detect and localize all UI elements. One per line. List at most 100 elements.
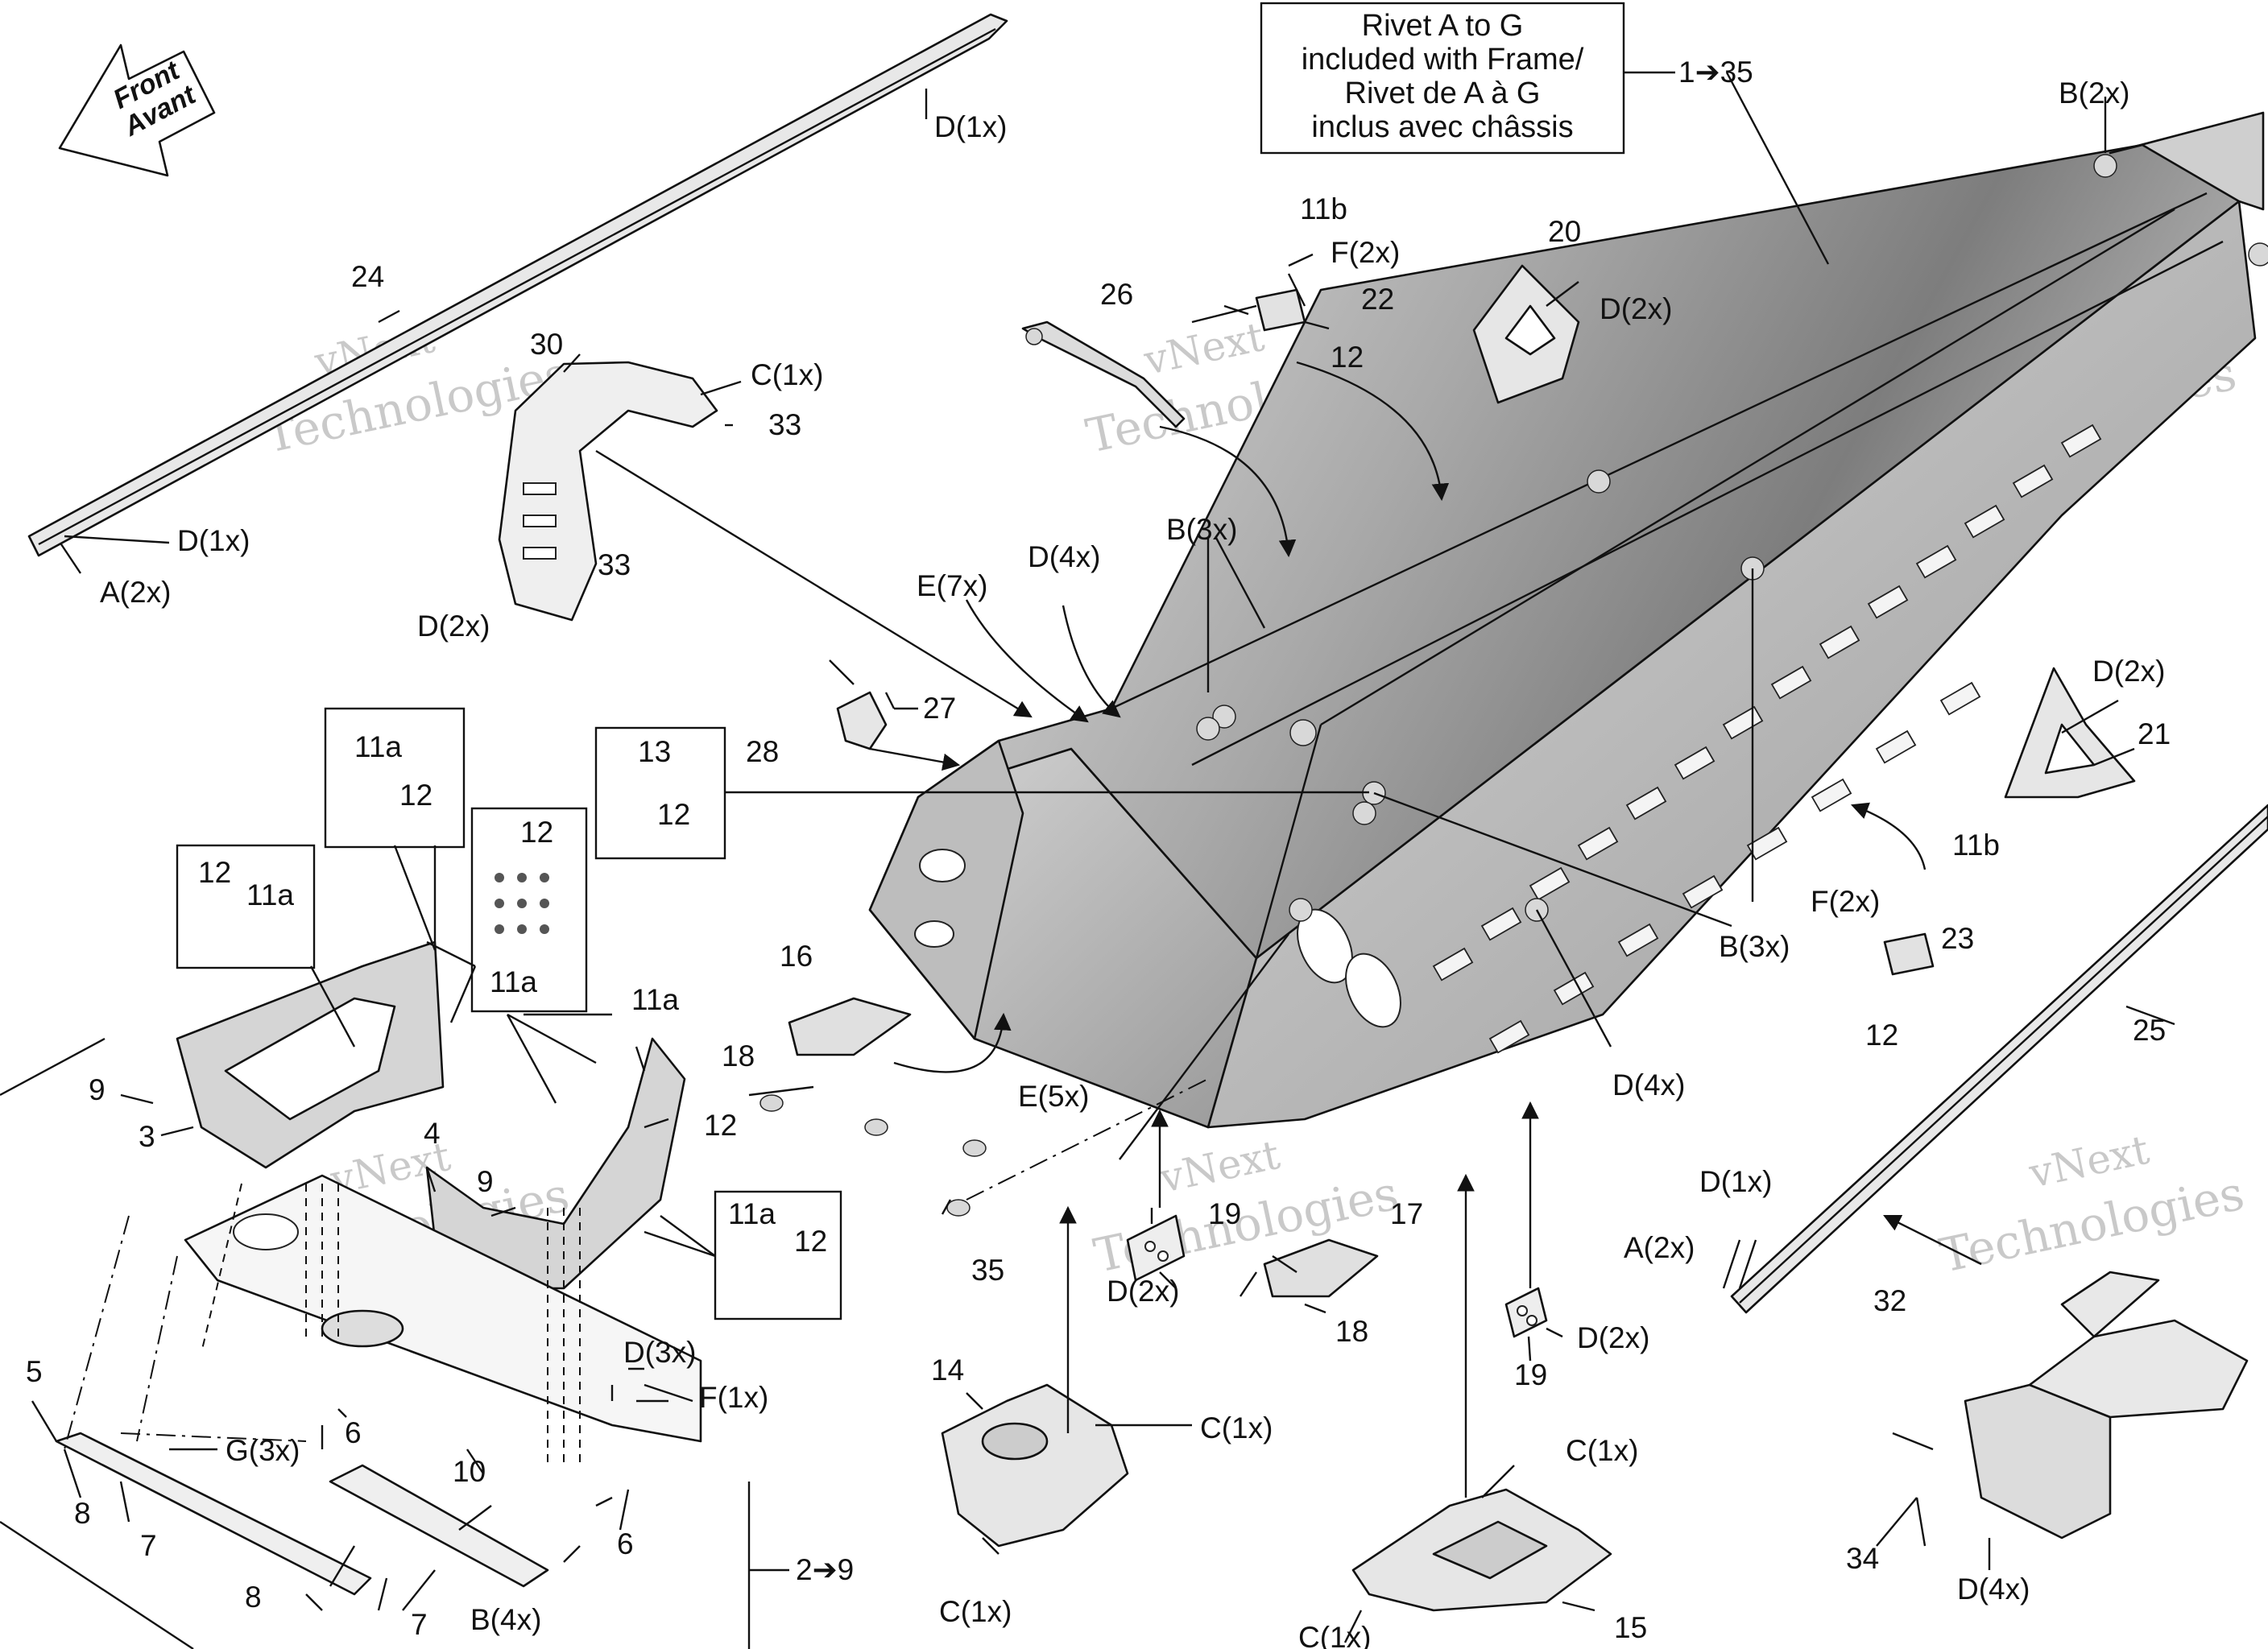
callout-61: 6 [345, 1416, 362, 1449]
svg-text:vNext: vNext [2025, 1126, 2154, 1197]
callout-68: 7 [411, 1608, 428, 1641]
part-24-left-rail [27, 13, 1008, 557]
callout-5: C(1x) [751, 358, 823, 391]
note-ref: 1➔35 [1678, 56, 1753, 89]
callout-0: D(1x) [934, 110, 1007, 143]
callout-32: 11b [1952, 829, 2000, 862]
part-19-plate-left [1126, 1214, 1186, 1282]
part-34-rear-bracket [1964, 1271, 2249, 1539]
hardware-box-11a-12-lower [714, 1190, 842, 1320]
callout-69: B(4x) [470, 1603, 541, 1636]
callout-66: 6 [617, 1527, 634, 1560]
callout-71: C(1x) [1200, 1411, 1273, 1444]
callout-59: F(1x) [699, 1381, 768, 1414]
callout-1: 24 [351, 260, 384, 293]
callout-18: D(4x) [1028, 540, 1100, 573]
callout-12: 22 [1361, 283, 1394, 316]
callout-9: 26 [1100, 278, 1133, 311]
callout-70: 14 [931, 1354, 964, 1387]
callout-79: D(4x) [1957, 1573, 2030, 1606]
callout-49: 12 [794, 1225, 827, 1258]
callout-19: E(7x) [917, 569, 987, 602]
callout-11: F(2x) [1331, 236, 1400, 269]
bottom-skid-plate [184, 1174, 702, 1443]
callout-56: A(2x) [1624, 1231, 1695, 1264]
callout-75: C(1x) [1566, 1434, 1638, 1467]
part-10-rail [329, 1464, 549, 1588]
callout-29: 11a [490, 965, 537, 998]
callout-37: 25 [2133, 1014, 2166, 1047]
hardware-box-12-11a-grid [470, 807, 588, 1013]
callout-52: 17 [1390, 1197, 1423, 1230]
callout-50: 35 [971, 1254, 1004, 1287]
callout-38: 16 [780, 940, 813, 973]
front-direction-arrow: Front Avant [58, 43, 216, 177]
part-20-gusset [1472, 264, 1580, 404]
hardware-box-11a-12-upper [324, 707, 466, 849]
part-25-right-rail [1730, 804, 2268, 1314]
part-19-plate-right [1504, 1287, 1548, 1338]
part-22-bracket [1255, 288, 1306, 332]
part-3-suspension-bracket [176, 940, 445, 1169]
range-label: 2➔9 [796, 1553, 854, 1586]
callout-13: 12 [1331, 341, 1364, 374]
callout-73: 19 [1514, 1358, 1547, 1391]
callout-22: 13 [638, 735, 671, 768]
note-line-1: Rivet A to G [1362, 9, 1524, 43]
tunnel-slots [1432, 424, 2102, 1054]
callout-35: 12 [1865, 1019, 1898, 1052]
callout-48: 11a [728, 1197, 776, 1230]
leader-lines [0, 72, 2175, 1649]
callout-26: 12 [198, 856, 231, 889]
callout-62: G(3x) [226, 1434, 300, 1467]
callout-64: 7 [140, 1529, 157, 1562]
callout-46: 11a [631, 983, 679, 1016]
callout-25: 12 [399, 779, 432, 812]
callout-42: 9 [89, 1073, 106, 1106]
callout-4: 30 [530, 328, 563, 361]
callout-41: D(4x) [1612, 1068, 1685, 1101]
callout-24: 11a [354, 730, 402, 763]
callout-58: D(3x) [623, 1336, 696, 1369]
callout-60: 5 [26, 1355, 43, 1388]
callout-33: F(2x) [1811, 885, 1880, 918]
callout-65: 10 [453, 1455, 486, 1488]
callout-28: 12 [520, 816, 553, 849]
callout-74: D(2x) [1577, 1321, 1649, 1354]
part-30-bracket [498, 361, 718, 622]
callout-7: 33 [598, 548, 631, 581]
callout-55: D(1x) [1699, 1165, 1772, 1198]
callout-72: C(1x) [939, 1595, 1012, 1628]
part-16-footrest [788, 997, 912, 1056]
callout-15: D(2x) [1600, 292, 1672, 325]
watermark-bottom-right: vNext Technologies [1935, 1126, 2249, 1283]
part-5-rail [55, 1432, 372, 1596]
callout-30: D(2x) [2092, 655, 2165, 688]
callout-57: 32 [1873, 1284, 1906, 1317]
callout-43: 3 [139, 1120, 155, 1153]
callout-14: 20 [1548, 215, 1581, 248]
callout-54: 18 [1335, 1315, 1368, 1348]
callout-67: 8 [245, 1581, 262, 1614]
callout-44: 4 [424, 1117, 441, 1150]
part-15-cover [1351, 1488, 1612, 1612]
callout-76: 15 [1614, 1611, 1647, 1644]
part-27-bracket [836, 691, 888, 750]
callout-51: 19 [1208, 1197, 1241, 1230]
callout-39: 18 [722, 1039, 755, 1072]
callout-45: 9 [477, 1165, 494, 1198]
part-14-cover [941, 1383, 1129, 1548]
callout-20: 27 [923, 692, 956, 725]
callout-27: 11a [246, 878, 294, 911]
part-21-gusset [2004, 667, 2136, 799]
callout-53: D(2x) [1107, 1275, 1179, 1308]
hardware-box-12-11a-left [176, 844, 316, 969]
callout-8: D(2x) [417, 610, 490, 643]
callout-23: 12 [657, 798, 690, 831]
callout-77: C(1x) [1298, 1621, 1371, 1649]
callout-labels: D(1x) 24 D(1x) A(2x) 30 C(1x) 33 33 D(2x… [26, 76, 2171, 1649]
callout-47: 12 [704, 1109, 737, 1142]
dashed-lines [64, 1078, 1209, 1465]
rivet-note-box: Rivet A to G included with Frame/ Rivet … [1260, 2, 1753, 155]
